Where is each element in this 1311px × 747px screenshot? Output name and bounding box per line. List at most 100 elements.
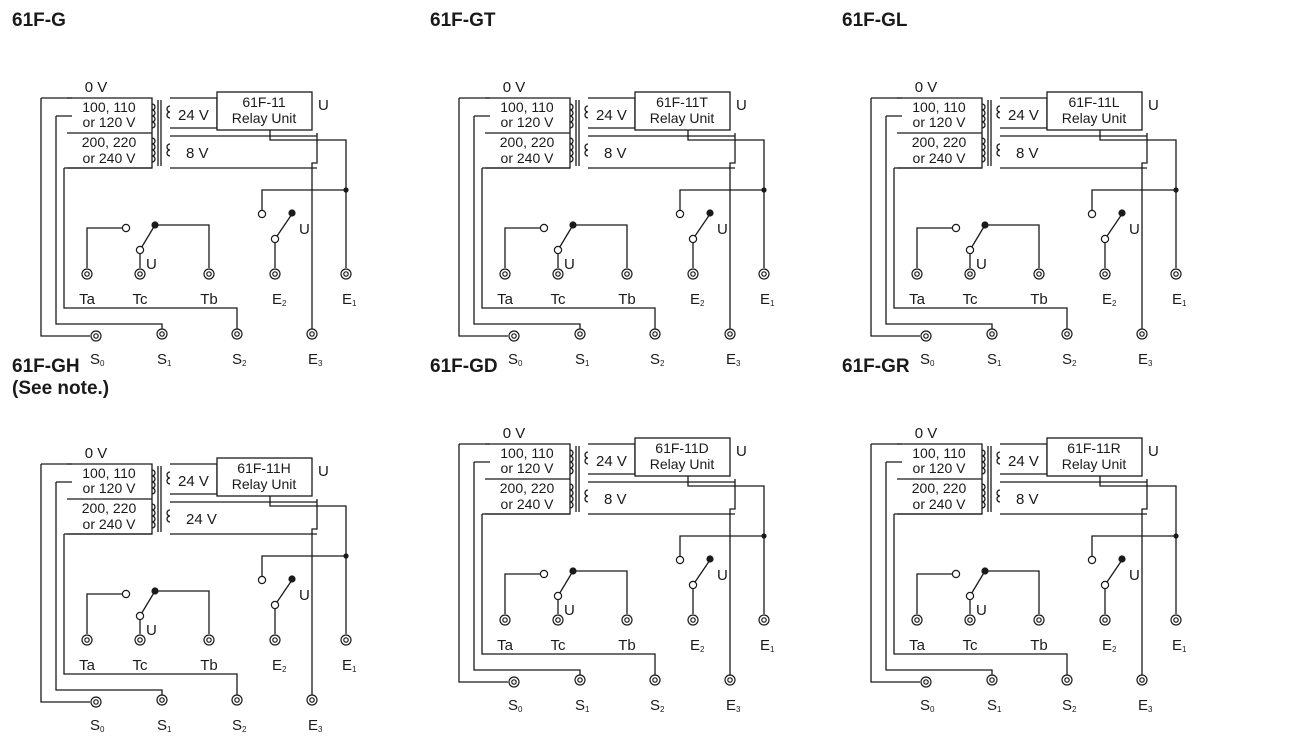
wire-e1 (1099, 130, 1177, 268)
wire-e3 (1141, 133, 1148, 329)
wire-ta (916, 227, 952, 268)
secondary-coil (584, 143, 589, 157)
terminal-e3 (724, 328, 736, 340)
wire-ta (86, 593, 122, 634)
label-primary-2b: or 240 V (83, 516, 137, 532)
panel-61f-gd: 61F-GD (430, 356, 850, 714)
label-sec-low: 8 V (1016, 145, 1039, 162)
secondary-coil (996, 143, 1001, 157)
label-e2: E2 (1102, 637, 1117, 654)
wire-e2-switch (1091, 189, 1176, 211)
label-e1: E1 (760, 291, 775, 308)
label-s1: S1 (157, 351, 172, 368)
primary-coil (569, 137, 574, 163)
ta-open-contact (121, 589, 131, 599)
wire-tb (988, 224, 1040, 268)
label-primary-1b: or 120 V (501, 460, 555, 476)
u-label-e2: U (717, 221, 728, 238)
label-tb: Tb (1030, 291, 1048, 308)
label-tc: Tc (133, 291, 149, 308)
relay-model-label: 61F-11D (655, 440, 708, 456)
wiring-diagram: 0 V 100, 110 or 120 V 200, 220 or 240 V … (458, 425, 775, 714)
terminal-s2 (1061, 328, 1073, 340)
relay-model-label: 61F-11H (237, 460, 290, 476)
label-primary-2b: or 240 V (501, 496, 555, 512)
label-s2: S2 (1062, 351, 1077, 368)
relay-model-label: 61F-11R (1067, 440, 1120, 456)
tc-switch-pivot (981, 221, 989, 229)
label-sec-low: 24 V (186, 511, 217, 528)
terminal-tc (134, 268, 146, 280)
ta-open-contact (951, 223, 961, 233)
label-sec-24v: 24 V (178, 107, 209, 124)
label-e2: E2 (690, 291, 705, 308)
u-label-e2: U (1129, 221, 1140, 238)
wire-s0 (40, 97, 90, 337)
wire-s0 (40, 463, 90, 703)
primary-coil (981, 449, 986, 475)
label-e3: E3 (1138, 697, 1153, 714)
label-e2: E2 (690, 637, 705, 654)
model-title: 61F-G (12, 10, 66, 31)
wire-e1 (1099, 476, 1177, 614)
label-e1: E1 (342, 657, 357, 674)
relay-unit-label: Relay Unit (232, 110, 297, 126)
label-e1: E1 (1172, 291, 1187, 308)
label-primary-1a: 100, 110 (912, 99, 966, 115)
e2-open-contact (257, 209, 267, 219)
label-s0: S0 (508, 351, 523, 368)
label-tc: Tc (133, 657, 149, 674)
secondary-low-box (588, 135, 735, 169)
wire-e2-switch (679, 189, 764, 211)
e2-switch-arm (692, 559, 711, 586)
wire-ta (916, 573, 952, 614)
relay-unit-box (634, 91, 731, 131)
u-label-relay: U (1148, 97, 1159, 114)
label-0v: 0 V (503, 79, 526, 96)
terminal-s2 (231, 694, 243, 706)
label-e1: E1 (342, 291, 357, 308)
terminal-s1 (156, 328, 168, 340)
tc-switch-pivot (569, 221, 577, 229)
terminal-s0 (508, 330, 520, 342)
tc-switch-arm (969, 570, 986, 597)
wiring-diagram: 0 V 100, 110 or 120 V 200, 220 or 240 V … (40, 445, 357, 734)
panel-61f-g: 61F-G (12, 10, 432, 368)
label-primary-2b: or 240 V (913, 496, 967, 512)
label-e1: E1 (760, 637, 775, 654)
label-primary-2b: or 240 V (83, 150, 137, 166)
label-0v: 0 V (85, 445, 108, 462)
e2-open-contact (675, 555, 685, 565)
wire-e3 (1141, 479, 1148, 675)
panel-61f-gt: 61F-GT (430, 10, 850, 368)
u-label-relay: U (736, 443, 747, 460)
relay-unit-box (634, 437, 731, 477)
terminal-ta (499, 614, 511, 626)
label-s2: S2 (650, 697, 665, 714)
wire-e2-switch (261, 555, 346, 577)
label-sec-24v: 24 V (596, 453, 627, 470)
model-title: 61F-GH (12, 356, 80, 377)
label-sec-low: 8 V (604, 145, 627, 162)
label-tb: Tb (618, 637, 636, 654)
relay-unit-box (1046, 437, 1143, 477)
relay-unit-label: Relay Unit (1062, 456, 1127, 472)
terminal-tb (1033, 614, 1045, 626)
secondary-coil (996, 489, 1001, 503)
terminal-e2 (687, 268, 699, 280)
relay-unit-box (216, 91, 313, 131)
primary-coil (981, 137, 986, 163)
tc-switch-arm (557, 224, 574, 251)
e2-common-contact (1100, 580, 1110, 590)
secondary-coil (996, 105, 1001, 119)
terminal-e3 (306, 328, 318, 340)
ta-open-contact (951, 569, 961, 579)
panel-61f-gr: 61F-GR (842, 356, 1262, 714)
wire-tb (988, 570, 1040, 614)
label-primary-2a: 200, 220 (912, 480, 967, 496)
secondary-coil (166, 105, 171, 119)
model-title: 61F-GL (842, 10, 908, 31)
label-primary-2a: 200, 220 (500, 480, 555, 496)
label-tc: Tc (551, 637, 567, 654)
label-s2: S2 (232, 351, 247, 368)
